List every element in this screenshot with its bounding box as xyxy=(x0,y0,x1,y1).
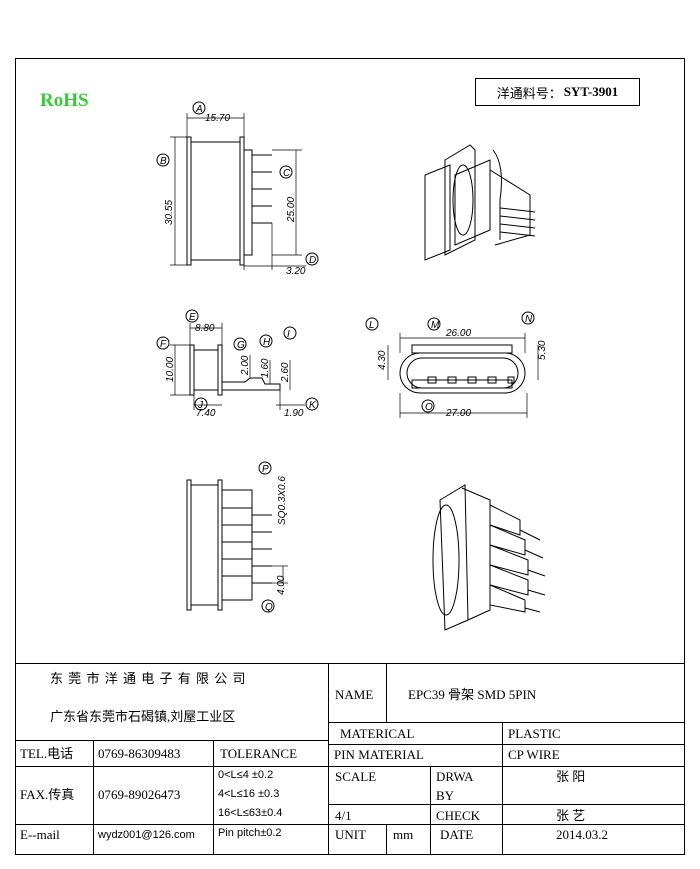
date-value: 2014.03.2 xyxy=(556,827,608,842)
dim-value-a: 15.70 xyxy=(205,113,230,124)
dim-value-f: 10.00 xyxy=(165,357,176,382)
part-number-box: 洋通料号：SYT-3901 xyxy=(475,78,640,106)
tolerance-pin-pitch: Pin pitch±0.2 xyxy=(218,827,282,839)
name-label: NAME xyxy=(335,687,374,702)
dim-label-h: H xyxy=(263,337,271,348)
check-label: CHECK xyxy=(436,808,481,823)
dim-label-p: P xyxy=(262,464,269,475)
dim-value-b: 30.55 xyxy=(164,200,175,225)
fax-label: FAX.传真 xyxy=(20,787,75,802)
dim-value-g: 2.00 xyxy=(240,355,251,376)
pin-material-label: PIN MATERIAL xyxy=(334,747,424,762)
dim-value-i: 2.60 xyxy=(280,362,291,383)
dim-label-e: E xyxy=(189,312,196,323)
dim-label-b: B xyxy=(160,156,167,167)
dim-label-m: M xyxy=(431,320,440,331)
drawn-by-value: 张 阳 xyxy=(556,769,586,784)
dim-label-q: Q xyxy=(265,602,273,613)
dim-label-g: G xyxy=(237,340,245,351)
dim-label-o: O xyxy=(425,402,433,413)
technical-drawing: A 15.70 B 30.55 C 25.00 D 3.20 E 8.80 F … xyxy=(156,101,548,631)
check-value: 张 艺 xyxy=(556,808,586,823)
fax-value: 0769-89026473 xyxy=(98,787,181,802)
drawn-by-label-1: DRWA xyxy=(436,769,474,784)
pin-side-view xyxy=(186,461,288,613)
dim-value-n: 5.30 xyxy=(537,340,548,360)
unit-value: mm xyxy=(393,827,414,842)
material-value: PLASTIC xyxy=(508,726,561,741)
pin-material-value: CP WIRE xyxy=(508,747,560,762)
dim-value-e: 8.80 xyxy=(195,323,215,334)
part-number-label: 洋通料号： xyxy=(496,85,562,101)
drawn-by-label-2: BY xyxy=(436,788,455,803)
tolerance-label: TOLERANCE xyxy=(220,746,298,761)
dim-label-n: N xyxy=(525,314,533,325)
tel-label: TEL.电话 xyxy=(20,746,74,761)
dim-label-c: C xyxy=(283,168,291,179)
rohs-mark: RoHS xyxy=(40,90,89,111)
scale-value: 4/1 xyxy=(335,808,352,823)
dim-label-d: D xyxy=(309,255,316,266)
email-label: E--mail xyxy=(20,827,60,842)
dim-label-l: L xyxy=(369,320,375,331)
dim-value-c: 25.00 xyxy=(286,197,297,223)
unit-label: UNIT xyxy=(335,827,367,842)
tolerance-range-2: 4<L≤16 ±0.3 xyxy=(218,788,280,800)
dim-label-i: I xyxy=(287,329,290,340)
name-value: EPC39 骨架 SMD 5PIN xyxy=(408,687,537,702)
scale-label: SCALE xyxy=(335,769,377,784)
tel-value: 0769-86309483 xyxy=(98,746,181,761)
dim-value-k: 1.90 xyxy=(284,408,304,419)
isometric-view-top xyxy=(424,144,536,261)
dim-label-f: F xyxy=(160,339,167,350)
front-view xyxy=(156,309,319,411)
dim-label-j: J xyxy=(197,400,204,411)
dim-value-m: 26.00 xyxy=(445,328,471,339)
dim-value-o: 27.00 xyxy=(445,408,471,419)
drawing-sheet-border xyxy=(15,58,685,855)
dim-value-h: 1.60 xyxy=(260,358,271,378)
part-number-value: SYT-3901 xyxy=(563,84,619,99)
isometric-view-bottom xyxy=(432,484,546,631)
company-name: 东 莞 市 洋 通 电 子 有 限 公 司 xyxy=(50,671,247,686)
dim-value-q: 4.00 xyxy=(276,575,287,595)
dim-label-a: A xyxy=(195,104,203,115)
material-label: MATERICAL xyxy=(340,726,415,741)
side-view xyxy=(156,101,319,270)
tolerance-range-1: 0<L≤4 ±0.2 xyxy=(218,769,274,781)
company-address: 广东省东莞市石碣镇,刘屋工业区 xyxy=(50,709,236,724)
dim-value-d: 3.20 xyxy=(286,266,306,277)
bottom-view xyxy=(365,311,539,418)
dim-value-p: SQ0.3X0.6 xyxy=(277,476,288,525)
dim-value-l: 4.30 xyxy=(377,350,388,370)
dim-label-k: K xyxy=(309,400,317,411)
email-value: wydz001@126.com xyxy=(98,829,195,841)
date-label: DATE xyxy=(440,827,474,842)
dim-value-j: 7.40 xyxy=(196,408,216,419)
tolerance-range-3: 16<L≤63±0.4 xyxy=(218,807,283,819)
